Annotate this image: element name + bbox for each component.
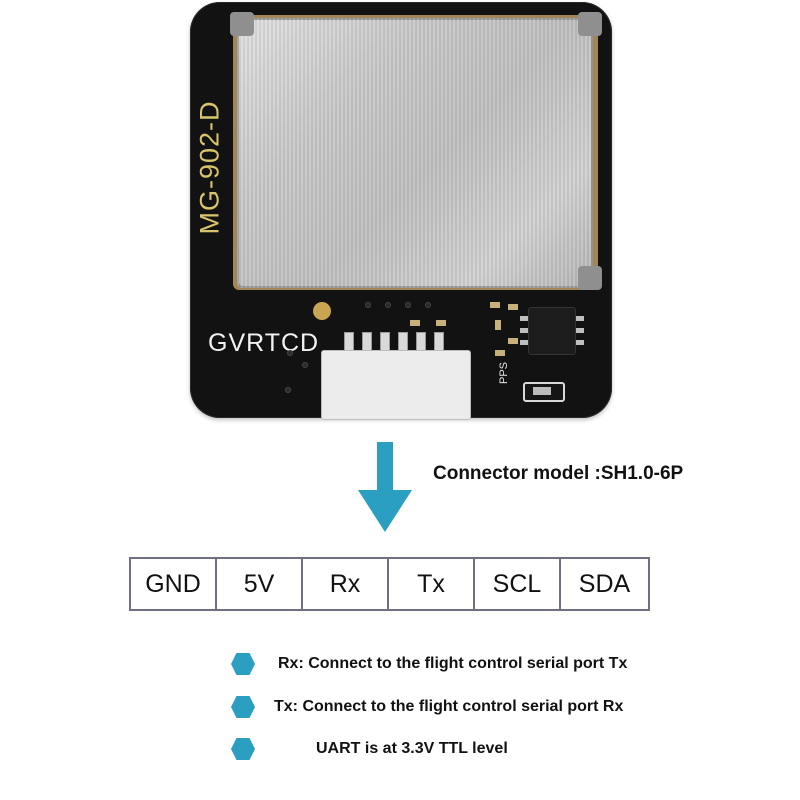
note-text: Rx: Connect to the flight control serial…	[278, 655, 628, 672]
gps-module-image: MG-902-D GVRTCD PPS	[190, 2, 612, 420]
hexagon-bullet-icon	[231, 696, 255, 718]
pin-cell-gnd: GND	[131, 559, 217, 609]
pps-label: PPS	[498, 361, 510, 384]
smd-component	[490, 302, 500, 308]
smd-component	[508, 304, 518, 310]
via	[385, 302, 391, 308]
down-arrow-icon	[358, 442, 412, 532]
shield-corner	[230, 12, 254, 36]
brand-label: GVRTCD	[208, 329, 320, 357]
smd-component	[495, 320, 501, 330]
via	[425, 302, 431, 308]
note-item: Tx: Connect to the flight control serial…	[230, 695, 623, 719]
via	[365, 302, 371, 308]
ic-pin	[520, 340, 528, 345]
model-label: MG-902-D	[194, 100, 225, 235]
note-item: Rx: Connect to the flight control serial…	[230, 652, 627, 676]
hexagon-bullet-icon	[231, 738, 255, 760]
note-text: Tx: Connect to the flight control serial…	[274, 698, 624, 715]
connector-model-caption: Connector model :SH1.0-6P	[433, 463, 684, 484]
pin-cell-tx: Tx	[389, 559, 475, 609]
gold-pad	[313, 302, 331, 320]
pinout-table: GND 5V Rx Tx SCL SDA	[129, 557, 650, 611]
via	[405, 302, 411, 308]
sh-connector	[321, 350, 471, 420]
note-item: UART is at 3.3V TTL level	[230, 737, 508, 761]
ic-chip	[520, 307, 584, 355]
via	[302, 362, 308, 368]
ic-pin	[576, 316, 584, 321]
smd-component	[410, 320, 420, 326]
smd-component	[495, 350, 505, 356]
shield-corner	[578, 12, 602, 36]
ic-pin	[520, 328, 528, 333]
ic-pin	[576, 328, 584, 333]
pin-cell-sda: SDA	[578, 569, 631, 598]
smd-component	[436, 320, 446, 326]
ic-pin	[576, 340, 584, 345]
pin-cell-scl: SCL	[475, 559, 561, 609]
note-text: UART is at 3.3V TTL level	[316, 740, 508, 757]
metal-shield	[237, 18, 593, 288]
ic-pin	[520, 316, 528, 321]
via	[287, 350, 293, 356]
smd-component	[508, 338, 518, 344]
pin-cell-rx: Rx	[303, 559, 389, 609]
pin-cell-5v: 5V	[217, 559, 303, 609]
hexagon-bullet-icon	[231, 653, 255, 675]
pps-led	[523, 382, 565, 402]
via	[285, 387, 291, 393]
shield-corner	[578, 266, 602, 290]
